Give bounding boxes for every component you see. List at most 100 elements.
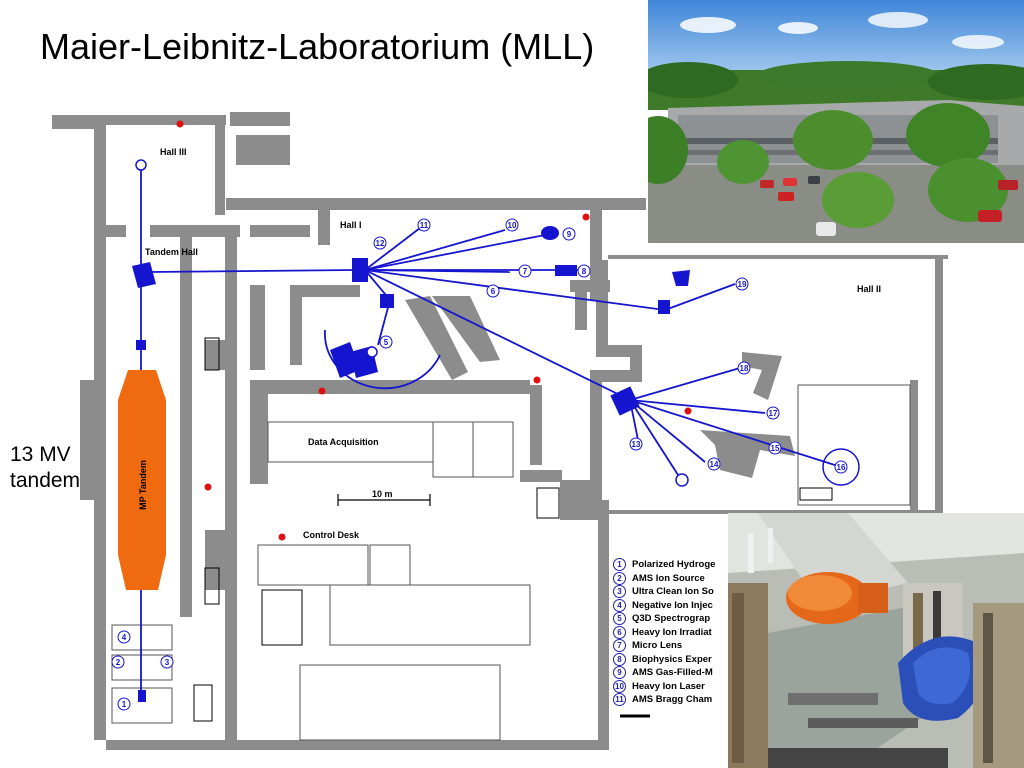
beamline-10: [364, 229, 506, 271]
target-15-circle: [675, 473, 689, 487]
magnet-19: [672, 270, 690, 286]
wall-x: [560, 480, 600, 520]
q3d-dipole-1: [330, 342, 360, 378]
svg-text:19: 19: [738, 280, 747, 289]
analyzing-magnet: [132, 262, 156, 288]
beamline-17: [629, 399, 766, 414]
magnet-6: [658, 300, 670, 314]
red-marker: [318, 387, 326, 395]
floor-plan-walls: [52, 112, 948, 750]
station-6: 6: [486, 284, 500, 298]
red-marker: [278, 533, 286, 541]
wall-top-left: [52, 115, 94, 129]
beamline-18: [629, 367, 741, 401]
wall-hall3-right: [215, 115, 225, 215]
room-control-3: [329, 584, 531, 646]
source-1-box: [138, 690, 146, 702]
hall3-target: [135, 159, 147, 171]
station-11: 11: [417, 218, 431, 232]
station-1: 1: [117, 697, 131, 711]
svg-text:6: 6: [491, 287, 496, 296]
tandem-hall-photo-art: [728, 513, 1024, 768]
wall-shield-1: [405, 296, 468, 380]
switching-magnet-hall2: [610, 386, 640, 416]
wall-hall2-top: [608, 255, 948, 259]
switching-magnet-hall1: [352, 258, 368, 282]
stair-3: [193, 684, 213, 722]
scale-label: 10 m: [372, 489, 393, 499]
red-marker: [204, 483, 212, 491]
label-control-desk: Control Desk: [303, 530, 360, 540]
label-tandem-hall: Tandem Hall: [145, 247, 198, 257]
station-2: 2: [111, 655, 125, 669]
beamline-14: [629, 399, 706, 463]
wall-k: [290, 285, 302, 365]
building-photo: [648, 0, 1024, 243]
mp-tandem-tank: [118, 370, 166, 590]
stair-4: [261, 589, 303, 646]
station-13: 13: [629, 437, 643, 451]
svg-text:15: 15: [771, 444, 780, 453]
station-numbers: 11 10 9 12 8 7 6 19 5 18 17 13 15 14 16 …: [111, 218, 848, 711]
svg-text:2: 2: [116, 658, 121, 667]
wall-o: [530, 385, 542, 465]
beamline-15b: [629, 399, 681, 479]
beamline-to-hall1: [149, 269, 356, 273]
beamline-6: [364, 269, 666, 311]
station-9: 9: [562, 227, 576, 241]
stairs: [193, 337, 833, 722]
svg-text:18: 18: [740, 364, 749, 373]
q3d-target: [366, 346, 378, 358]
wall-v: [590, 370, 602, 510]
wall-bottom: [106, 740, 609, 750]
magnet-9: [541, 226, 559, 240]
svg-text:5: 5: [384, 338, 389, 347]
svg-text:8: 8: [582, 267, 587, 276]
wall-right-bottom: [598, 500, 609, 750]
beamline-19: [664, 283, 736, 311]
station-12: 12: [373, 236, 387, 250]
svg-text:3: 3: [165, 658, 170, 667]
svg-text:17: 17: [769, 409, 778, 418]
red-markers: [176, 120, 692, 541]
label-hall-ii: Hall II: [857, 284, 881, 294]
beamlines: [140, 170, 839, 700]
red-marker: [176, 120, 184, 128]
wall-hall2-bottom: [608, 510, 938, 514]
wall-g: [205, 530, 225, 590]
wall-i: [250, 225, 310, 237]
chamber-16: [822, 448, 860, 486]
beamline-11: [364, 227, 421, 271]
room-bottom: [299, 664, 501, 741]
stair-2: [204, 567, 220, 605]
station-14: 14: [707, 457, 721, 471]
station-15: 15: [768, 441, 782, 455]
svg-text:1: 1: [122, 700, 127, 709]
building-photo-art: [648, 0, 1024, 243]
wall-inner-left: [225, 237, 237, 740]
side-label-line1: 13 MV: [10, 443, 71, 466]
svg-text:10: 10: [508, 221, 517, 230]
q3d-magnet: [380, 294, 394, 308]
stair-6: [799, 487, 833, 501]
wall-c: [230, 112, 290, 126]
wall-r: [575, 290, 587, 330]
label-hall-i: Hall I: [340, 220, 362, 230]
room-control-2: [369, 544, 411, 586]
tandem-side-label: 13 MV tandem: [10, 442, 80, 494]
magnet-8: [555, 265, 577, 276]
svg-text:14: 14: [710, 460, 719, 469]
floor-plan-rooms: [111, 384, 911, 741]
side-label-line2: tandem: [10, 469, 81, 492]
slide-title: Maier-Leibnitz-Laboratorium (MLL): [40, 26, 595, 67]
wall-shield-2: [432, 296, 500, 362]
svg-text:9: 9: [567, 230, 572, 239]
wall-d: [236, 135, 290, 165]
wall-b: [150, 225, 240, 237]
svg-text:13: 13: [632, 440, 641, 449]
